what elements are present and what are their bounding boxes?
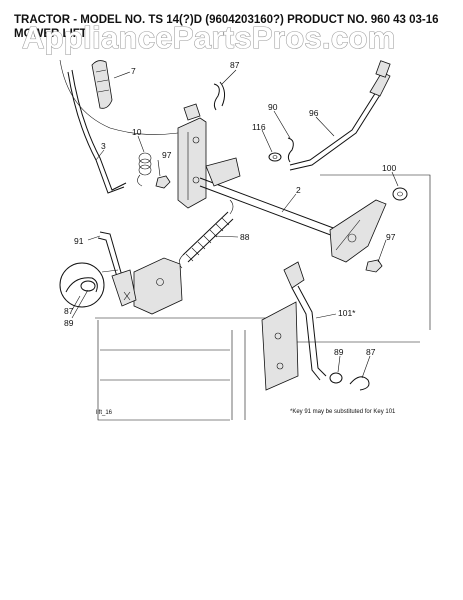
washer-89-right [329,372,343,384]
bolt-97-left [155,175,171,189]
washer-100 [392,187,408,201]
left-pivot-bracket [111,257,183,315]
figure-code: lift_16 [96,410,113,416]
hairpin-clip-87-top [213,81,226,111]
callout-89-left: 89 [64,318,74,328]
callout-87-right: 87 [366,347,376,357]
frame-background [59,59,431,421]
spring-10 [137,152,152,187]
leader-lines [71,69,399,379]
detail-inset [59,262,119,308]
callout-97-right: 97 [386,232,396,242]
spring-88 [178,199,234,269]
right-lift-arm [329,199,387,263]
callout-10: 10 [132,127,142,137]
callout-90: 90 [268,102,278,112]
watermark-text: AppliancePartsPros.com [22,20,396,55]
callout-116: 116 [252,122,266,132]
lift-bracket [177,103,207,209]
hand-grip-7 [91,60,113,109]
callout-89-right: 89 [334,347,344,357]
callout-100: 100 [382,163,396,173]
rear-bracket [261,301,299,391]
header-subtitle: MOWER LIFT [14,28,87,40]
lift-link-96 [289,60,391,171]
washer-116 [268,152,282,162]
callout-88: 88 [240,232,250,242]
callout-91: 91 [74,236,84,246]
header-title: TRACTOR - MODEL NO. TS 14(?)D (960420316… [14,14,439,26]
callout-2: 2 [296,185,301,195]
callout-87-top: 87 [230,60,240,70]
callout-97-left: 97 [162,150,172,160]
footnote: *Key 91 may be substituted for Key 101 [290,409,396,415]
callout-101: 101* [338,308,356,318]
clip-90 [287,137,294,163]
callout-3: 3 [101,141,106,151]
callout-7: 7 [131,66,136,76]
bolt-97-right [365,259,383,273]
hairpin-clip-87-right [349,376,370,391]
callout-96: 96 [309,108,319,118]
rear-lift-link-101 [283,261,327,381]
callout-87-left: 87 [64,306,74,316]
